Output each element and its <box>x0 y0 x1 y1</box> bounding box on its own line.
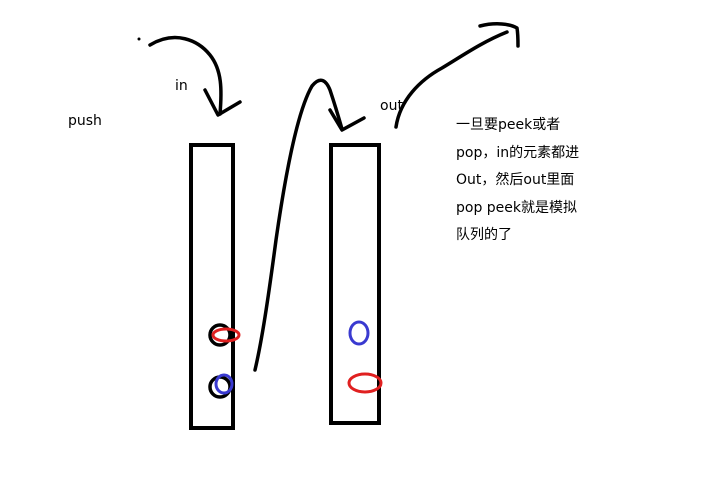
out-stack-element-blue <box>348 320 370 346</box>
explanation-note: 一旦要peek或者 pop，in的元素都进 Out，然后out里面 pop pe… <box>456 112 616 250</box>
push-arrow <box>148 35 242 117</box>
in-stack-label: in <box>175 78 188 94</box>
out-stack-container <box>329 143 381 425</box>
note-line: pop peek就是模拟 <box>456 199 578 216</box>
pop-arrow <box>394 22 520 129</box>
push-label: push <box>68 113 102 129</box>
transfer-arrow <box>253 78 366 372</box>
note-line: pop，in的元素都进 <box>456 144 580 161</box>
in-stack-container <box>189 143 235 430</box>
in-stack-element-blue <box>208 373 234 399</box>
note-line: 队列的了 <box>456 227 512 243</box>
in-stack-element-red <box>208 323 241 347</box>
out-stack-label: out <box>380 98 403 114</box>
out-stack-element-red <box>347 372 383 394</box>
note-line: 一旦要peek或者 <box>456 117 561 133</box>
note-line: Out，然后out里面 <box>456 172 575 188</box>
stray-dot <box>137 37 141 41</box>
